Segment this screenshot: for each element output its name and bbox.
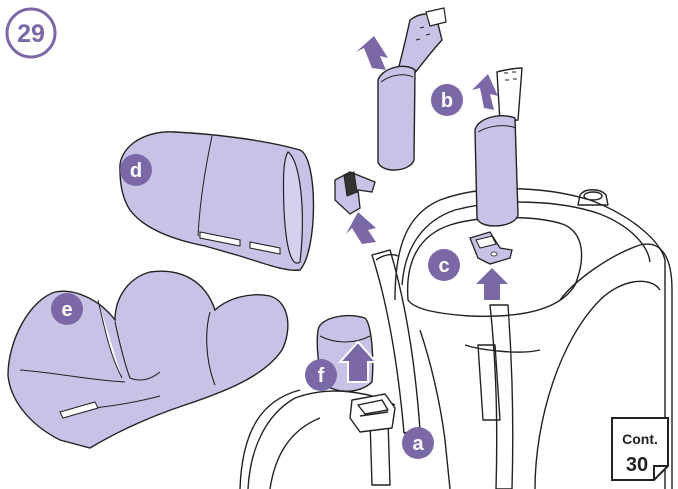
- pad-body-b: [475, 116, 518, 226]
- arrow-up-pad-b: [472, 74, 498, 110]
- continue-page-number: 30: [626, 454, 648, 476]
- label-d: d: [120, 154, 152, 186]
- label-a-text: a: [412, 433, 424, 455]
- harness-clip-left: [335, 172, 375, 214]
- harness-clip-right: [470, 232, 512, 264]
- step-number-badge: 29: [7, 9, 55, 57]
- seat-cover-e: [8, 271, 288, 448]
- arrow-clip-right: [476, 268, 508, 300]
- label-d-text: d: [130, 160, 142, 182]
- label-b: b: [431, 84, 463, 116]
- label-e: e: [51, 293, 83, 325]
- arrow-up-left-pad: [356, 36, 388, 70]
- headrest-handle-hole: [584, 192, 602, 200]
- clip-hole: [491, 252, 497, 256]
- continue-label: Cont.: [622, 431, 658, 447]
- seat-cushion-inner: [270, 418, 320, 489]
- headrest-cover-d: [120, 132, 314, 270]
- label-f-text: f: [318, 365, 325, 387]
- left-strap-top: [376, 255, 398, 260]
- continue-badge: Cont. 30: [612, 418, 668, 480]
- label-b-text: b: [441, 90, 453, 112]
- backrest-seam: [465, 345, 540, 352]
- arrow-clip-left: [346, 212, 376, 244]
- label-c: c: [428, 249, 460, 281]
- label-c-text: c: [438, 255, 449, 277]
- pad-body-left: [378, 66, 415, 170]
- label-a: a: [402, 427, 434, 459]
- strap-clip: [426, 8, 446, 26]
- seat-cover-shell: [8, 271, 288, 448]
- right-harness-strap: [490, 305, 513, 489]
- step-number: 29: [17, 20, 45, 48]
- label-f: f: [305, 359, 337, 391]
- label-e-text: e: [61, 299, 72, 321]
- strap-top-b: [497, 68, 522, 122]
- backrest-left-edge: [420, 330, 450, 489]
